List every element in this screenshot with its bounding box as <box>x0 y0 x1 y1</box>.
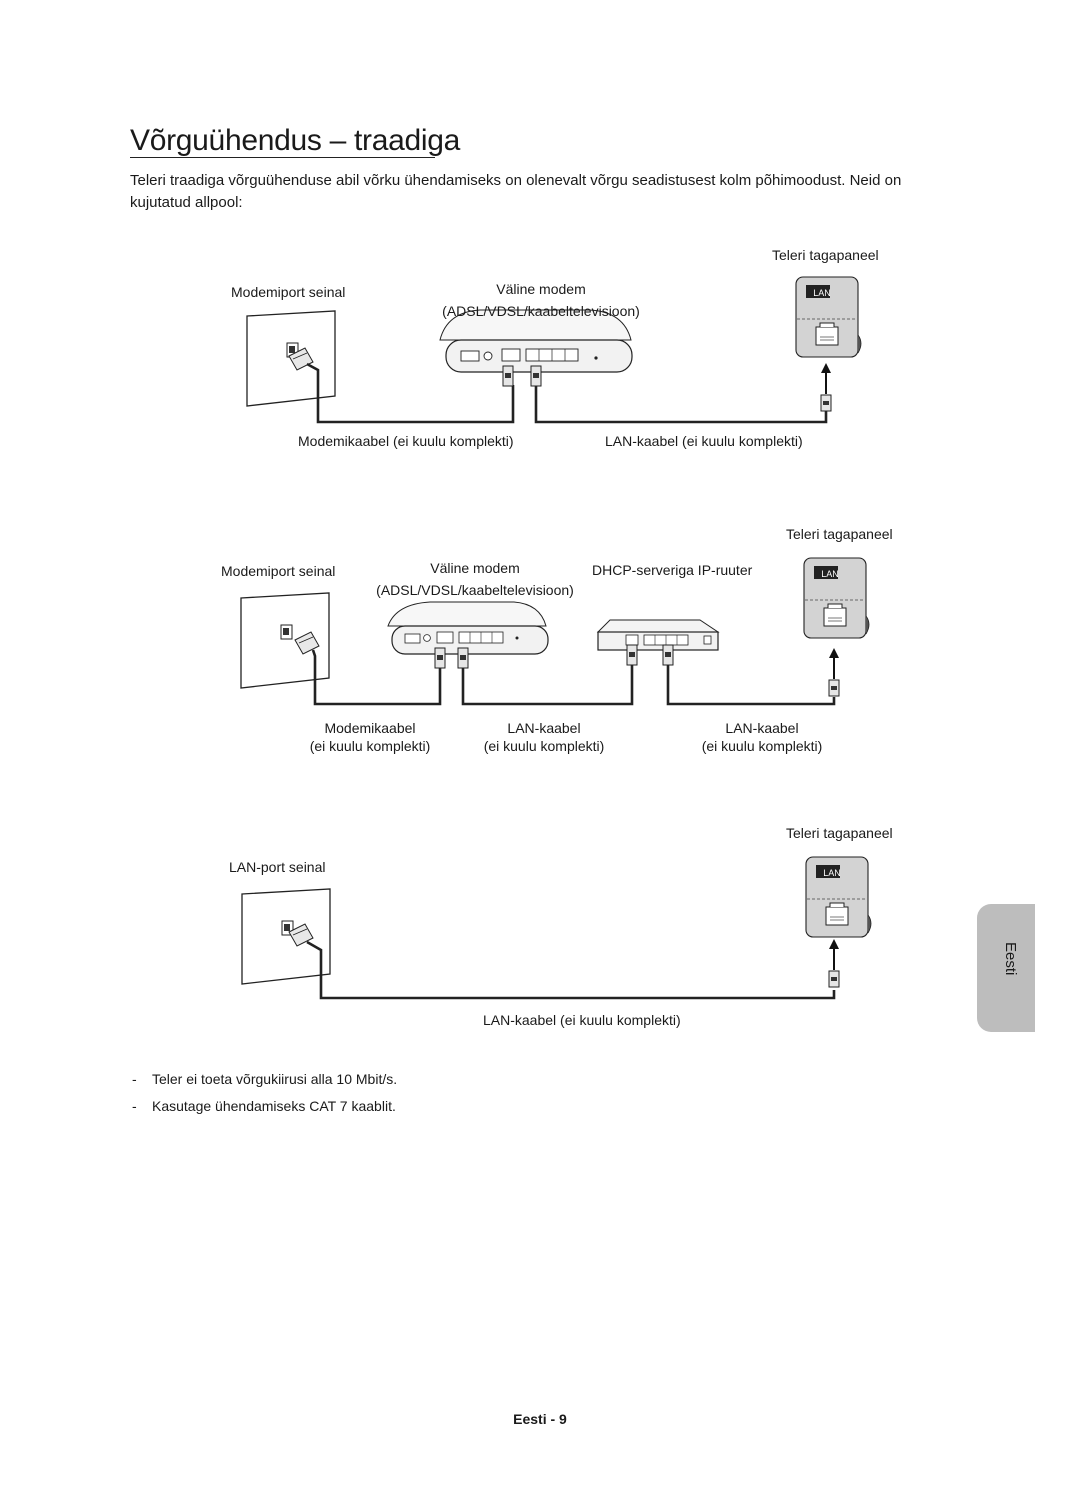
d2-cable2-line1: LAN-kaabel <box>507 720 581 736</box>
intro-paragraph: Teleri traadiga võrguühenduse abil võrku… <box>130 172 902 211</box>
d2-cable3-line2: (ei kuulu komplekti) <box>701 738 823 754</box>
d2-tv-back-label: Teleri tagapaneel <box>786 526 893 542</box>
lan-label-1: LAN <box>813 288 831 298</box>
page-title: Võrguühendus – traadiga <box>130 124 461 157</box>
note-item: -Teler ei toeta võrgukiirusi alla 10 Mbi… <box>132 1071 398 1087</box>
side-tab-text: Eesti <box>1002 942 1019 976</box>
lan-label-2: LAN <box>821 569 839 579</box>
d2-modem-label: Väline modem (ADSL/VDSL/kaabeltelevisioo… <box>370 559 580 599</box>
d2-cable3-label: LAN-kaabel (ei kuulu komplekti) <box>692 719 832 755</box>
modem-2 <box>387 601 549 655</box>
d2-cable3-line1: LAN-kaabel <box>725 720 799 736</box>
d3-tv-back-label: Teleri tagapaneel <box>786 825 893 841</box>
title-underline <box>130 157 435 158</box>
d1-modem-line1: Väline modem <box>496 281 586 297</box>
page-footer: Eesti - 9 <box>513 1411 567 1427</box>
d1-tv-back-label: Teleri tagapaneel <box>772 247 879 263</box>
language-side-tab-label: Eesti <box>993 940 1023 1000</box>
d2-cable2-line2: (ei kuulu komplekti) <box>483 738 605 754</box>
d1-modem-line2: (ADSL/VDSL/kaabeltelevisioon) <box>442 303 640 319</box>
d2-wall-port-label: Modemiport seinal <box>221 563 336 579</box>
diagram3-graphic <box>241 856 872 1000</box>
d1-modem-cable-label: Modemikaabel (ei kuulu komplekti) <box>298 433 514 449</box>
d1-lan-cable-label: LAN-kaabel (ei kuulu komplekti) <box>605 433 803 449</box>
d2-cable1-line2: (ei kuulu komplekti) <box>309 738 431 754</box>
d2-modem-line2: (ADSL/VDSL/kaabeltelevisioon) <box>376 582 574 598</box>
d2-cable1-label: Modemikaabel (ei kuulu komplekti) <box>300 719 440 755</box>
router <box>596 619 720 651</box>
modem-1 <box>439 309 633 373</box>
d2-cable1-line1: Modemikaabel <box>324 720 416 736</box>
lan-label-3: LAN <box>823 868 841 878</box>
language-side-tab <box>977 904 1035 1032</box>
note-text: Kasutage ühendamiseks CAT 7 kaablit. <box>152 1098 396 1114</box>
diagram1-graphic <box>246 276 862 424</box>
note-item: -Kasutage ühendamiseks CAT 7 kaablit. <box>132 1098 396 1114</box>
note-text: Teler ei toeta võrgukiirusi alla 10 Mbit… <box>152 1071 398 1087</box>
d2-router-label: DHCP-serveriga IP-ruuter <box>592 562 753 578</box>
d1-wall-port-label: Modemiport seinal <box>231 284 346 300</box>
d3-wall-port-label: LAN-port seinal <box>229 859 326 875</box>
d2-modem-line1: Väline modem <box>430 560 520 576</box>
d2-cable2-label: LAN-kaabel (ei kuulu komplekti) <box>474 719 614 755</box>
notes-list: -Teler ei toeta võrgukiirusi alla 10 Mbi… <box>132 1066 397 1120</box>
d1-modem-label: Väline modem (ADSL/VDSL/kaabeltelevisioo… <box>436 280 646 320</box>
d3-lan-cable-label: LAN-kaabel (ei kuulu komplekti) <box>483 1012 681 1028</box>
diagram2-graphic <box>240 557 870 706</box>
